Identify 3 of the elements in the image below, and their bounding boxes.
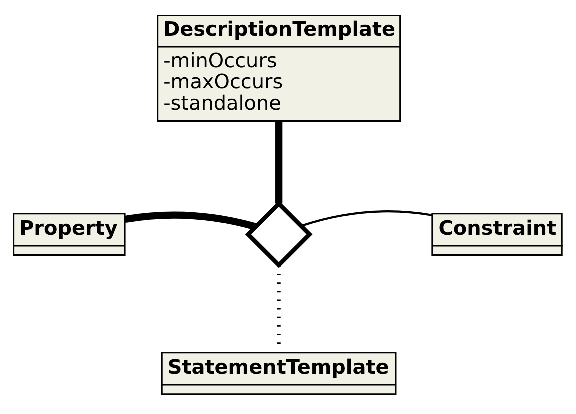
connector bbox=[276, 121, 283, 204]
connector bbox=[301, 210, 432, 227]
connector bbox=[124, 211, 257, 230]
